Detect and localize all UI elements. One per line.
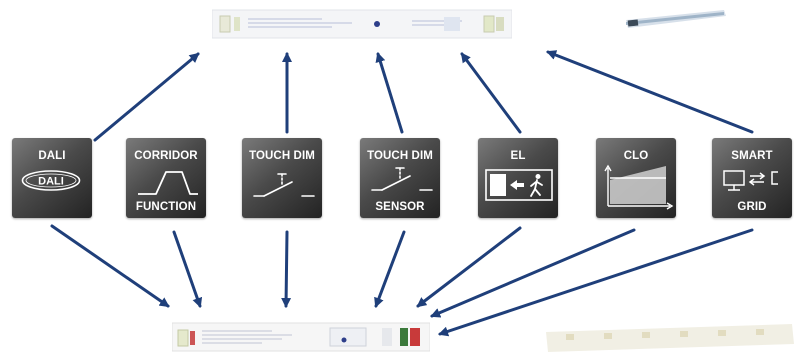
module-tile-dali: DALI DALI <box>12 138 92 218</box>
arrow-touchdim-sensor-down <box>374 230 406 308</box>
arrow-dali-up <box>93 52 200 142</box>
module-tile-clo: CLO <box>596 138 676 218</box>
arrow-corridor-down <box>172 230 203 308</box>
tile-bottom-label: SENSOR <box>375 201 425 213</box>
switch-icon <box>253 173 315 197</box>
tile-top-label: TOUCH DIM <box>249 150 315 162</box>
switch-icon <box>371 167 433 191</box>
dali-logo-text: DALI <box>38 175 64 187</box>
arrow-dali-down <box>50 224 170 308</box>
arrow-smart-grid-down <box>438 228 754 337</box>
tile-top-label: SMART <box>731 150 773 162</box>
arrow-clo-down <box>430 228 636 318</box>
constant-lumen-output-icon <box>604 164 674 210</box>
bottom-led-board-image <box>546 324 794 352</box>
corridor-profile-icon <box>138 171 198 195</box>
tile-top-label: TOUCH DIM <box>367 150 433 162</box>
bottom-driver-image <box>172 322 430 352</box>
monitor-exchange-icon <box>723 170 778 191</box>
module-tile-el: EL <box>478 138 558 218</box>
top-led-strip-image <box>626 10 726 28</box>
arrow-touchdim-down <box>281 230 292 308</box>
tile-top-label: CLO <box>623 150 649 162</box>
tile-bottom-label: GRID <box>737 201 767 213</box>
arrow-touchdim-sensor-up <box>375 52 404 134</box>
arrow-smart-grid-up <box>546 50 754 134</box>
arrow-el-up <box>460 52 522 134</box>
module-tile-corridor: CORRIDOR FUNCTION <box>126 138 206 218</box>
module-tile-touchdim: TOUCH DIM <box>242 138 322 218</box>
tile-bottom-label: FUNCTION <box>135 201 197 213</box>
module-tile-touchdim-sensor: TOUCH DIM SENSOR <box>360 138 440 218</box>
dali-logo-icon: DALI <box>21 170 81 191</box>
module-tile-smart-grid: SMART GRID <box>712 138 792 218</box>
tile-top-label: EL <box>510 150 526 162</box>
top-driver-image <box>212 9 512 39</box>
arrow-el-down <box>416 226 522 308</box>
tile-top-label: CORRIDOR <box>134 150 198 162</box>
tile-top-label: DALI <box>38 150 66 162</box>
emergency-exit-icon <box>485 169 553 201</box>
